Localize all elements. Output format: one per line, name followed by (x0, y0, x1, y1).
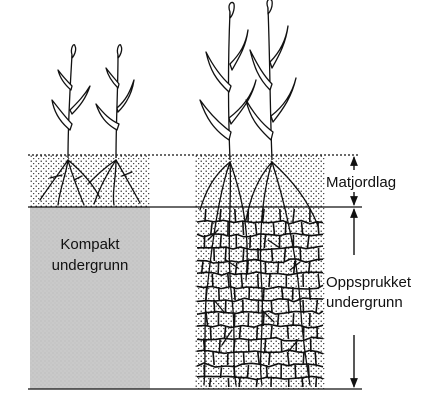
topsoil-label: Matjordlag (326, 174, 396, 191)
horizon-lines (28, 154, 362, 390)
root-system-icon (39, 159, 319, 386)
cracked-subsoil-label-line1: Oppsprukket (326, 274, 412, 291)
compact-subsoil-block (30, 207, 150, 389)
grass-plant-icon (51, 0, 297, 161)
topsoil-layer-left (30, 155, 150, 207)
topsoil-layer-right (195, 155, 325, 207)
cracked-subsoil-label-line2: undergrunn (326, 294, 403, 311)
compact-subsoil-label-line2: undergrunn (52, 257, 129, 274)
compact-subsoil-label-line1: Kompakt (60, 236, 120, 253)
